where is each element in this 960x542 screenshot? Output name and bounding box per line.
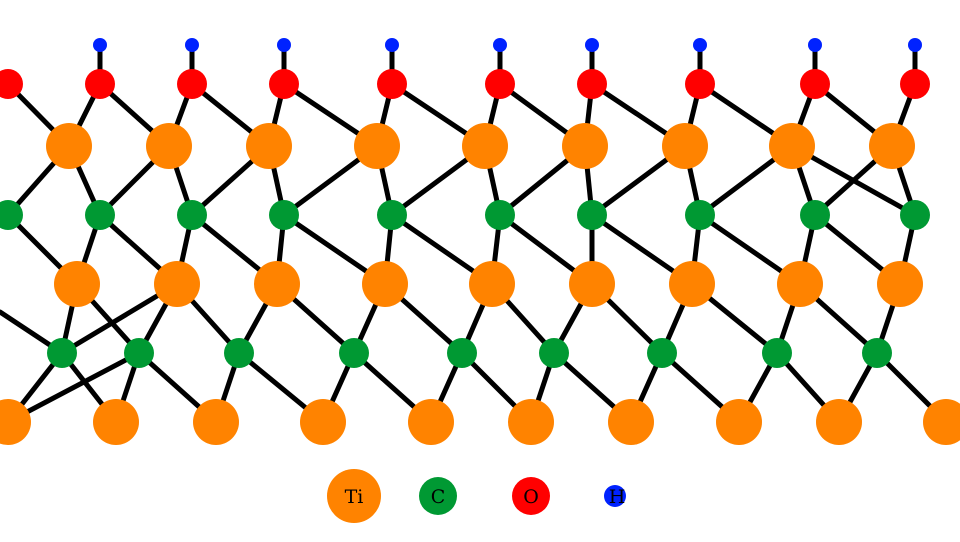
legend-h-label: H	[609, 486, 626, 508]
titanium-atom	[508, 399, 554, 445]
carbon-atom	[224, 338, 254, 368]
titanium-atom	[254, 261, 300, 307]
oxygen-atom	[577, 69, 607, 99]
titanium-atom	[923, 399, 960, 445]
hydrogen-atom	[385, 38, 399, 52]
legend-c-swatch	[419, 477, 457, 515]
titanium-atom	[669, 261, 715, 307]
oxygen-atom	[485, 69, 515, 99]
titanium-atom	[193, 399, 239, 445]
titanium-atom	[246, 123, 292, 169]
carbon-atom	[124, 338, 154, 368]
carbon-atom	[647, 338, 677, 368]
hydrogen-atom	[693, 38, 707, 52]
titanium-atom	[93, 399, 139, 445]
titanium-atom	[662, 123, 708, 169]
oxygen-atom	[685, 69, 715, 99]
carbon-atom	[577, 200, 607, 230]
hydrogen-atom	[808, 38, 822, 52]
titanium-atom	[462, 123, 508, 169]
titanium-atom	[816, 399, 862, 445]
legend-ti-swatch	[327, 469, 381, 523]
carbon-atom	[47, 338, 77, 368]
titanium-atom	[569, 261, 615, 307]
titanium-atom	[469, 261, 515, 307]
titanium-atom	[46, 123, 92, 169]
hydrogen-atom	[277, 38, 291, 52]
carbon-atom	[447, 338, 477, 368]
carbon-atom	[685, 200, 715, 230]
legend-ti-label: Ti	[345, 486, 364, 508]
oxygen-atom	[800, 69, 830, 99]
legend-o-label: O	[523, 486, 539, 508]
oxygen-atom	[85, 69, 115, 99]
carbon-atom	[269, 200, 299, 230]
carbon-atom	[0, 200, 23, 230]
atom-layer	[0, 38, 960, 445]
titanium-atom	[769, 123, 815, 169]
hydrogen-atom	[493, 38, 507, 52]
legend-o-swatch	[512, 477, 550, 515]
titanium-atom	[362, 261, 408, 307]
carbon-atom	[377, 200, 407, 230]
carbon-atom	[539, 338, 569, 368]
carbon-atom	[762, 338, 792, 368]
hydrogen-atom	[185, 38, 199, 52]
carbon-atom	[177, 200, 207, 230]
titanium-atom	[562, 123, 608, 169]
titanium-atom	[146, 123, 192, 169]
titanium-atom	[300, 399, 346, 445]
legend-h-swatch	[604, 485, 626, 507]
oxygen-atom	[177, 69, 207, 99]
carbon-atom	[900, 200, 930, 230]
oxygen-atom	[377, 69, 407, 99]
titanium-atom	[608, 399, 654, 445]
oxygen-atom	[0, 69, 23, 99]
ti-c-bond	[789, 143, 918, 218]
carbon-atom	[339, 338, 369, 368]
oxygen-atom	[269, 69, 299, 99]
titanium-atom	[877, 261, 923, 307]
oxygen-atom	[900, 69, 930, 99]
titanium-atom	[0, 399, 31, 445]
titanium-atom	[777, 261, 823, 307]
hydrogen-atom	[585, 38, 599, 52]
titanium-atom	[408, 399, 454, 445]
legend: Ti C O H	[327, 469, 626, 523]
titanium-atom	[869, 123, 915, 169]
titanium-atom	[354, 123, 400, 169]
hydrogen-atom	[93, 38, 107, 52]
titanium-atom	[154, 261, 200, 307]
titanium-atom	[716, 399, 762, 445]
legend-c-label: C	[431, 486, 446, 508]
ti-c-bond	[5, 350, 142, 425]
titanium-atom	[54, 261, 100, 307]
carbon-atom	[800, 200, 830, 230]
carbon-atom	[85, 200, 115, 230]
carbon-atom	[862, 338, 892, 368]
hydrogen-atom	[908, 38, 922, 52]
carbon-atom	[485, 200, 515, 230]
